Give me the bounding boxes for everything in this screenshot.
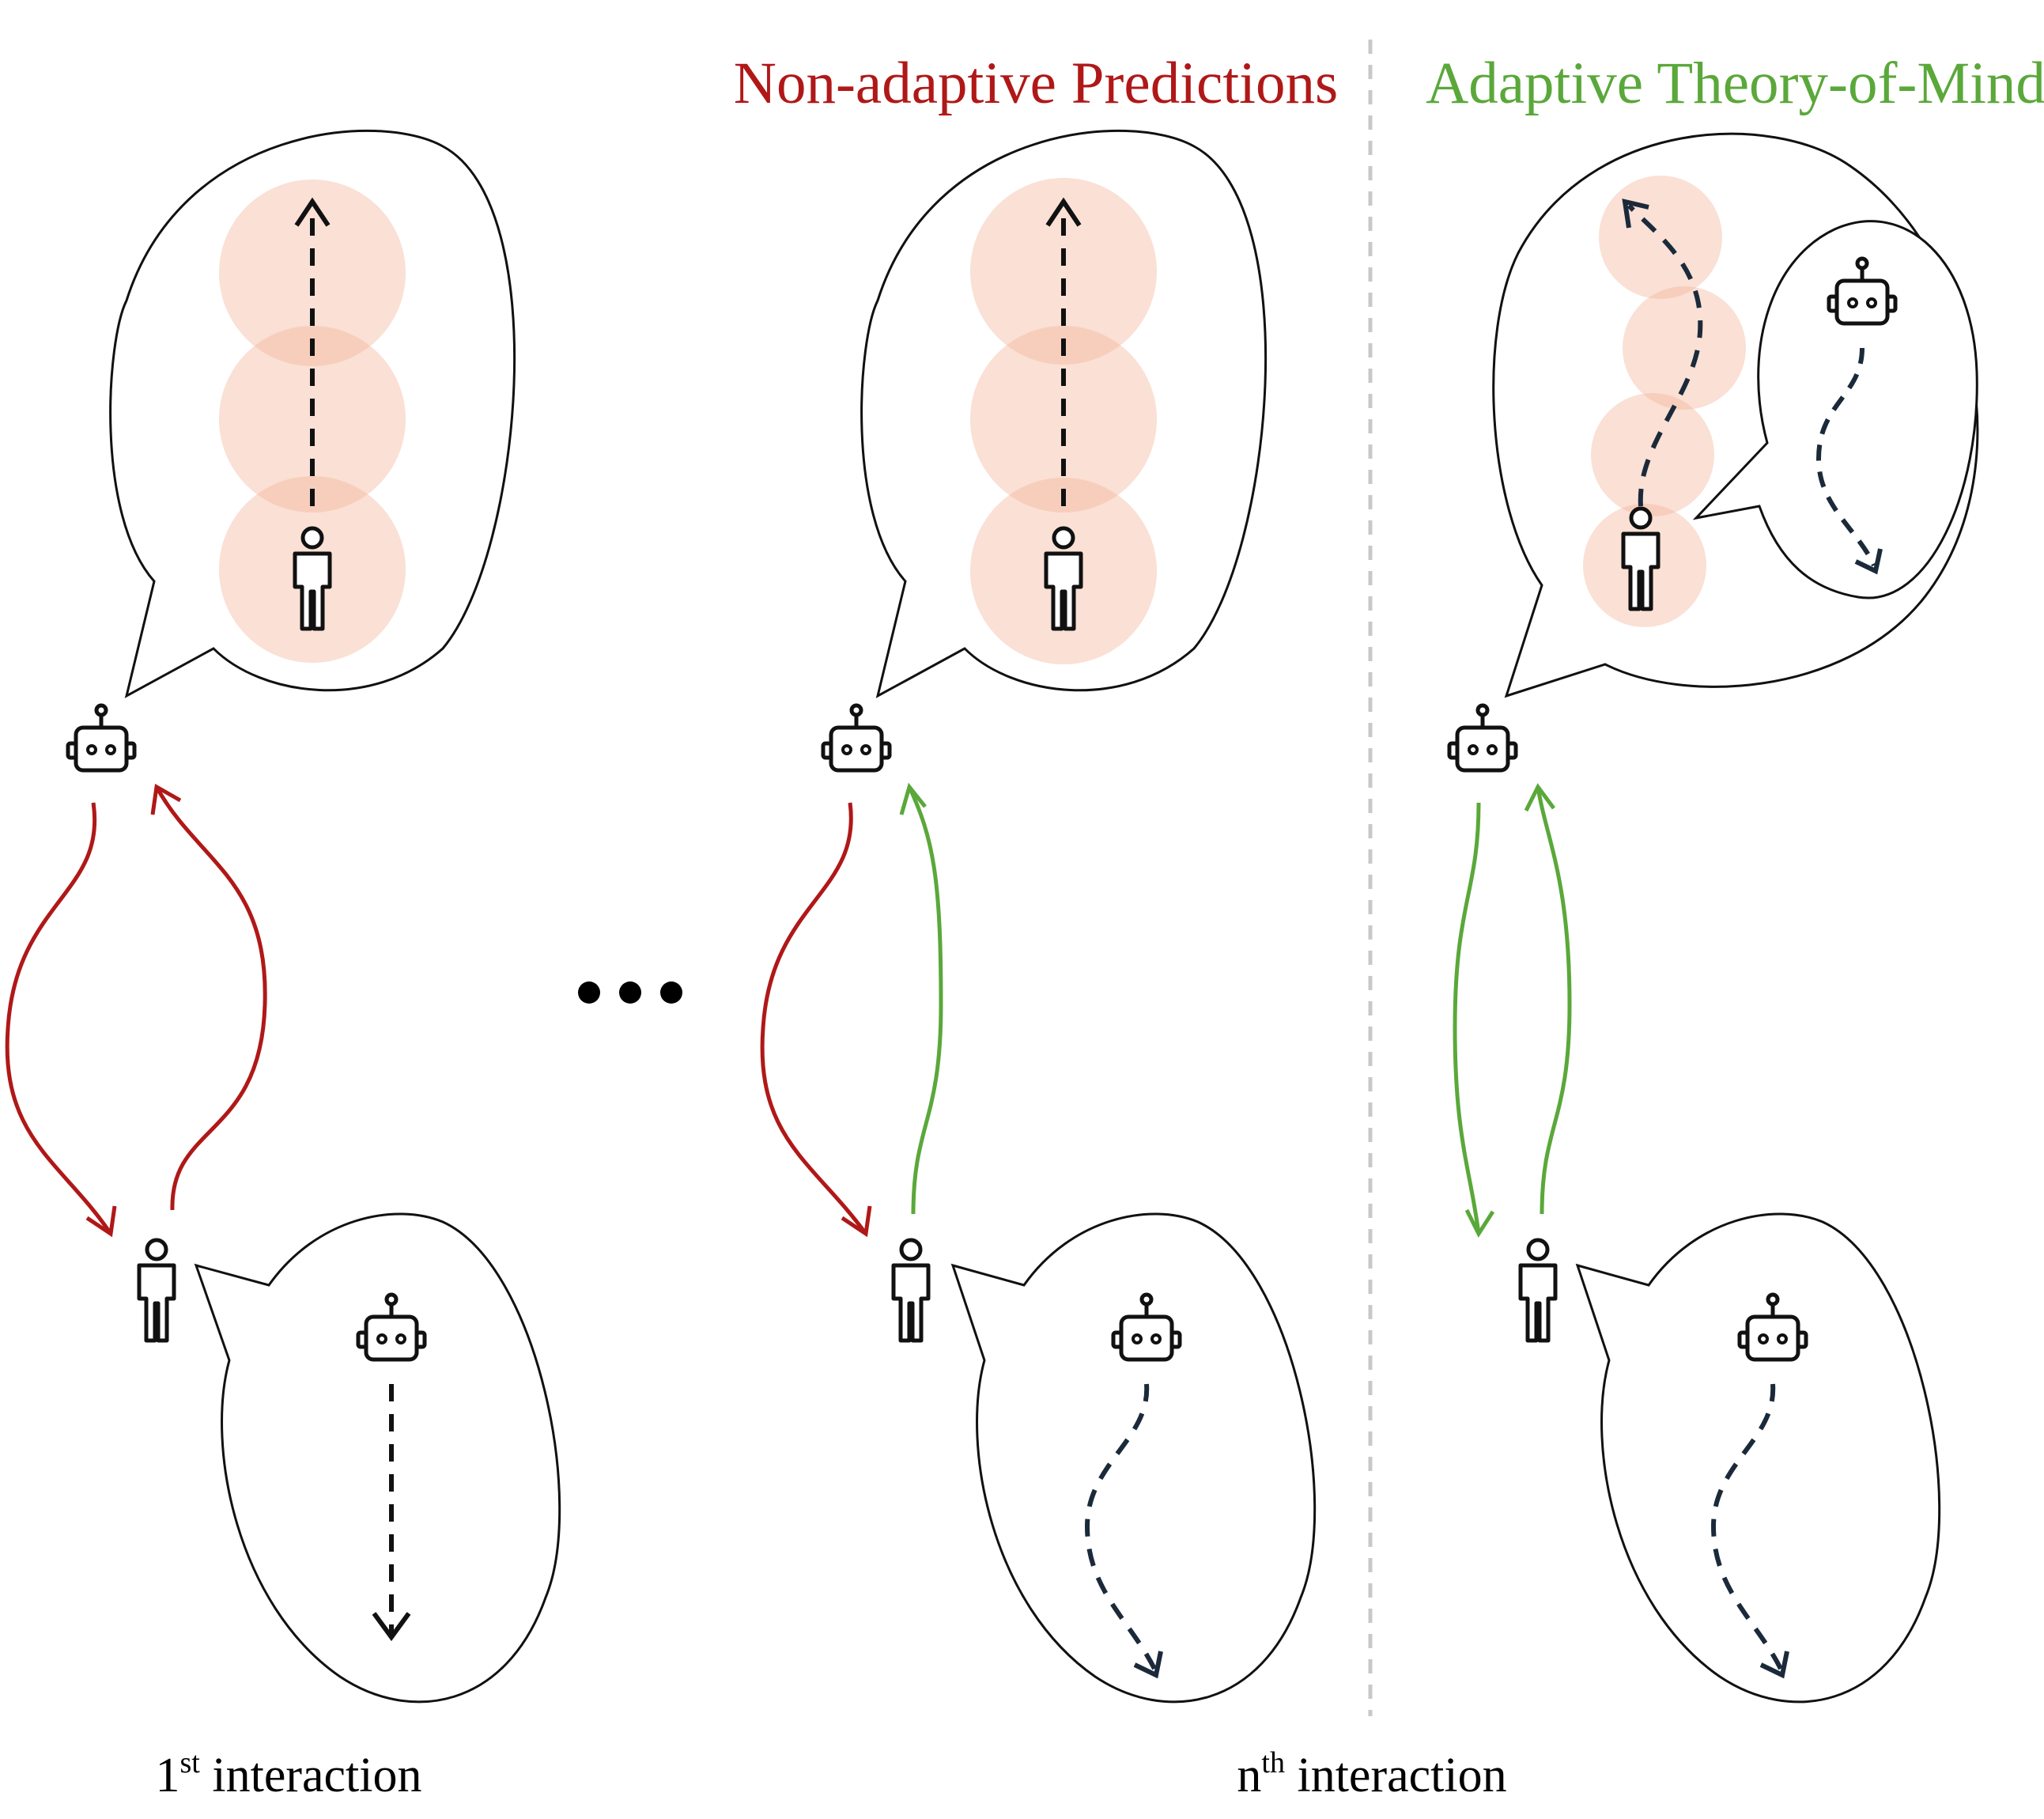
caption-nth-interaction: nth interaction [1237,1746,1506,1802]
caption-number: 1 [156,1749,180,1802]
caption-superscript: th [1261,1746,1285,1779]
robot-to-person-arrow [760,802,868,1235]
robot-path-curved [1815,347,1876,567]
panel-first-interaction [5,130,561,1704]
person-icon [1521,1240,1555,1341]
robot-path-curved [1084,1383,1157,1670]
person-thought-bubble [950,1212,1317,1704]
person-icon [139,1240,174,1341]
adaptive-title: Adaptive Theory-of-Mind [1426,51,2044,116]
caption-number: n [1237,1749,1261,1802]
robot-to-person-arrow [1453,802,1481,1235]
ellipsis-icon [578,981,682,1004]
caption-first-interaction: 1st interaction [156,1746,422,1802]
person-to-robot-arrow [1536,786,1572,1215]
person-to-robot-arrow [907,785,943,1215]
robot-icon [68,705,134,770]
panel-adaptive-tom [1449,132,1979,1704]
caption-superscript: st [180,1746,201,1779]
non-adaptive-title: Non-adaptive Predictions [734,51,1338,116]
robot-icon [1449,705,1516,770]
uncertainty-circles [219,180,406,663]
robot-icon [823,705,890,770]
robot-path-curved [1710,1383,1783,1670]
caption-text: interaction [1285,1749,1507,1802]
person-thought-bubble [194,1212,561,1704]
caption-text: interaction [200,1749,422,1802]
predicted-path-curved [1627,203,1703,507]
person-icon [894,1240,928,1341]
person-to-robot-arrow [154,785,267,1211]
robot-to-person-arrow [5,802,113,1235]
person-thought-bubble [1575,1212,1941,1704]
panel-non-adaptive [760,130,1317,1704]
